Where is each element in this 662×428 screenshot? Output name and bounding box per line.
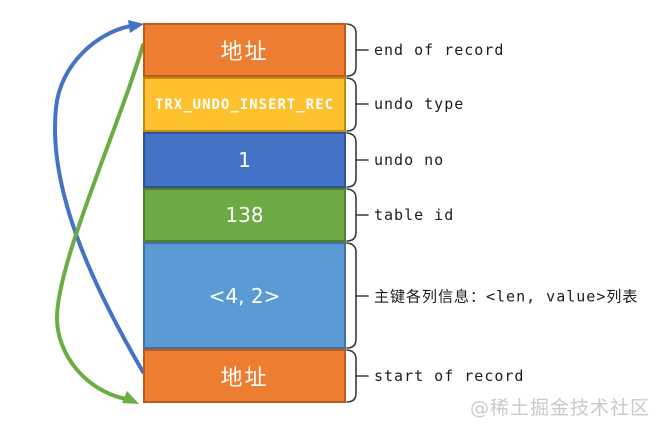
field-box-undo-no: 1 bbox=[143, 132, 346, 188]
blue-arrowhead-icon bbox=[128, 20, 144, 33]
annotation-undo-no: undo no bbox=[374, 151, 445, 169]
bracket-key-columns bbox=[346, 242, 369, 349]
field-label: 地址 bbox=[220, 366, 269, 391]
bracket-start-of-record bbox=[346, 349, 369, 403]
green-pointer-arrow bbox=[54, 43, 145, 404]
bracket-undo-no bbox=[346, 132, 369, 188]
field-label: 138 bbox=[225, 203, 264, 227]
bracket-undo-type bbox=[346, 77, 369, 132]
field-label: 1 bbox=[238, 148, 251, 172]
field-box-start-address: 地址 bbox=[143, 349, 346, 403]
field-box-end-address: 地址 bbox=[143, 23, 346, 77]
field-label: 地址 bbox=[220, 40, 269, 65]
field-box-table-id: 138 bbox=[143, 188, 346, 242]
watermark: @稀土掘金技术社区 bbox=[469, 397, 650, 419]
annotation-table-id: table id bbox=[374, 206, 455, 224]
annotation-end-of-record: end of record bbox=[374, 41, 505, 59]
field-box-undo-type: TRX_UNDO_INSERT_REC bbox=[143, 77, 346, 132]
annotation-key-columns: 主键各列信息：<len, value>列表 bbox=[374, 287, 639, 306]
bracket-table-id bbox=[346, 188, 369, 242]
field-label: <4, 2> bbox=[208, 283, 281, 308]
field-box-key-columns: <4, 2> bbox=[143, 242, 346, 349]
annotation-undo-type: undo type bbox=[374, 95, 465, 113]
green-arrowhead-icon bbox=[122, 391, 139, 404]
annotation-start-of-record: start of record bbox=[374, 367, 525, 385]
bracket-end-of-record bbox=[346, 23, 369, 77]
field-label: TRX_UNDO_INSERT_REC bbox=[154, 96, 335, 113]
blue-pointer-arrow bbox=[53, 20, 145, 374]
